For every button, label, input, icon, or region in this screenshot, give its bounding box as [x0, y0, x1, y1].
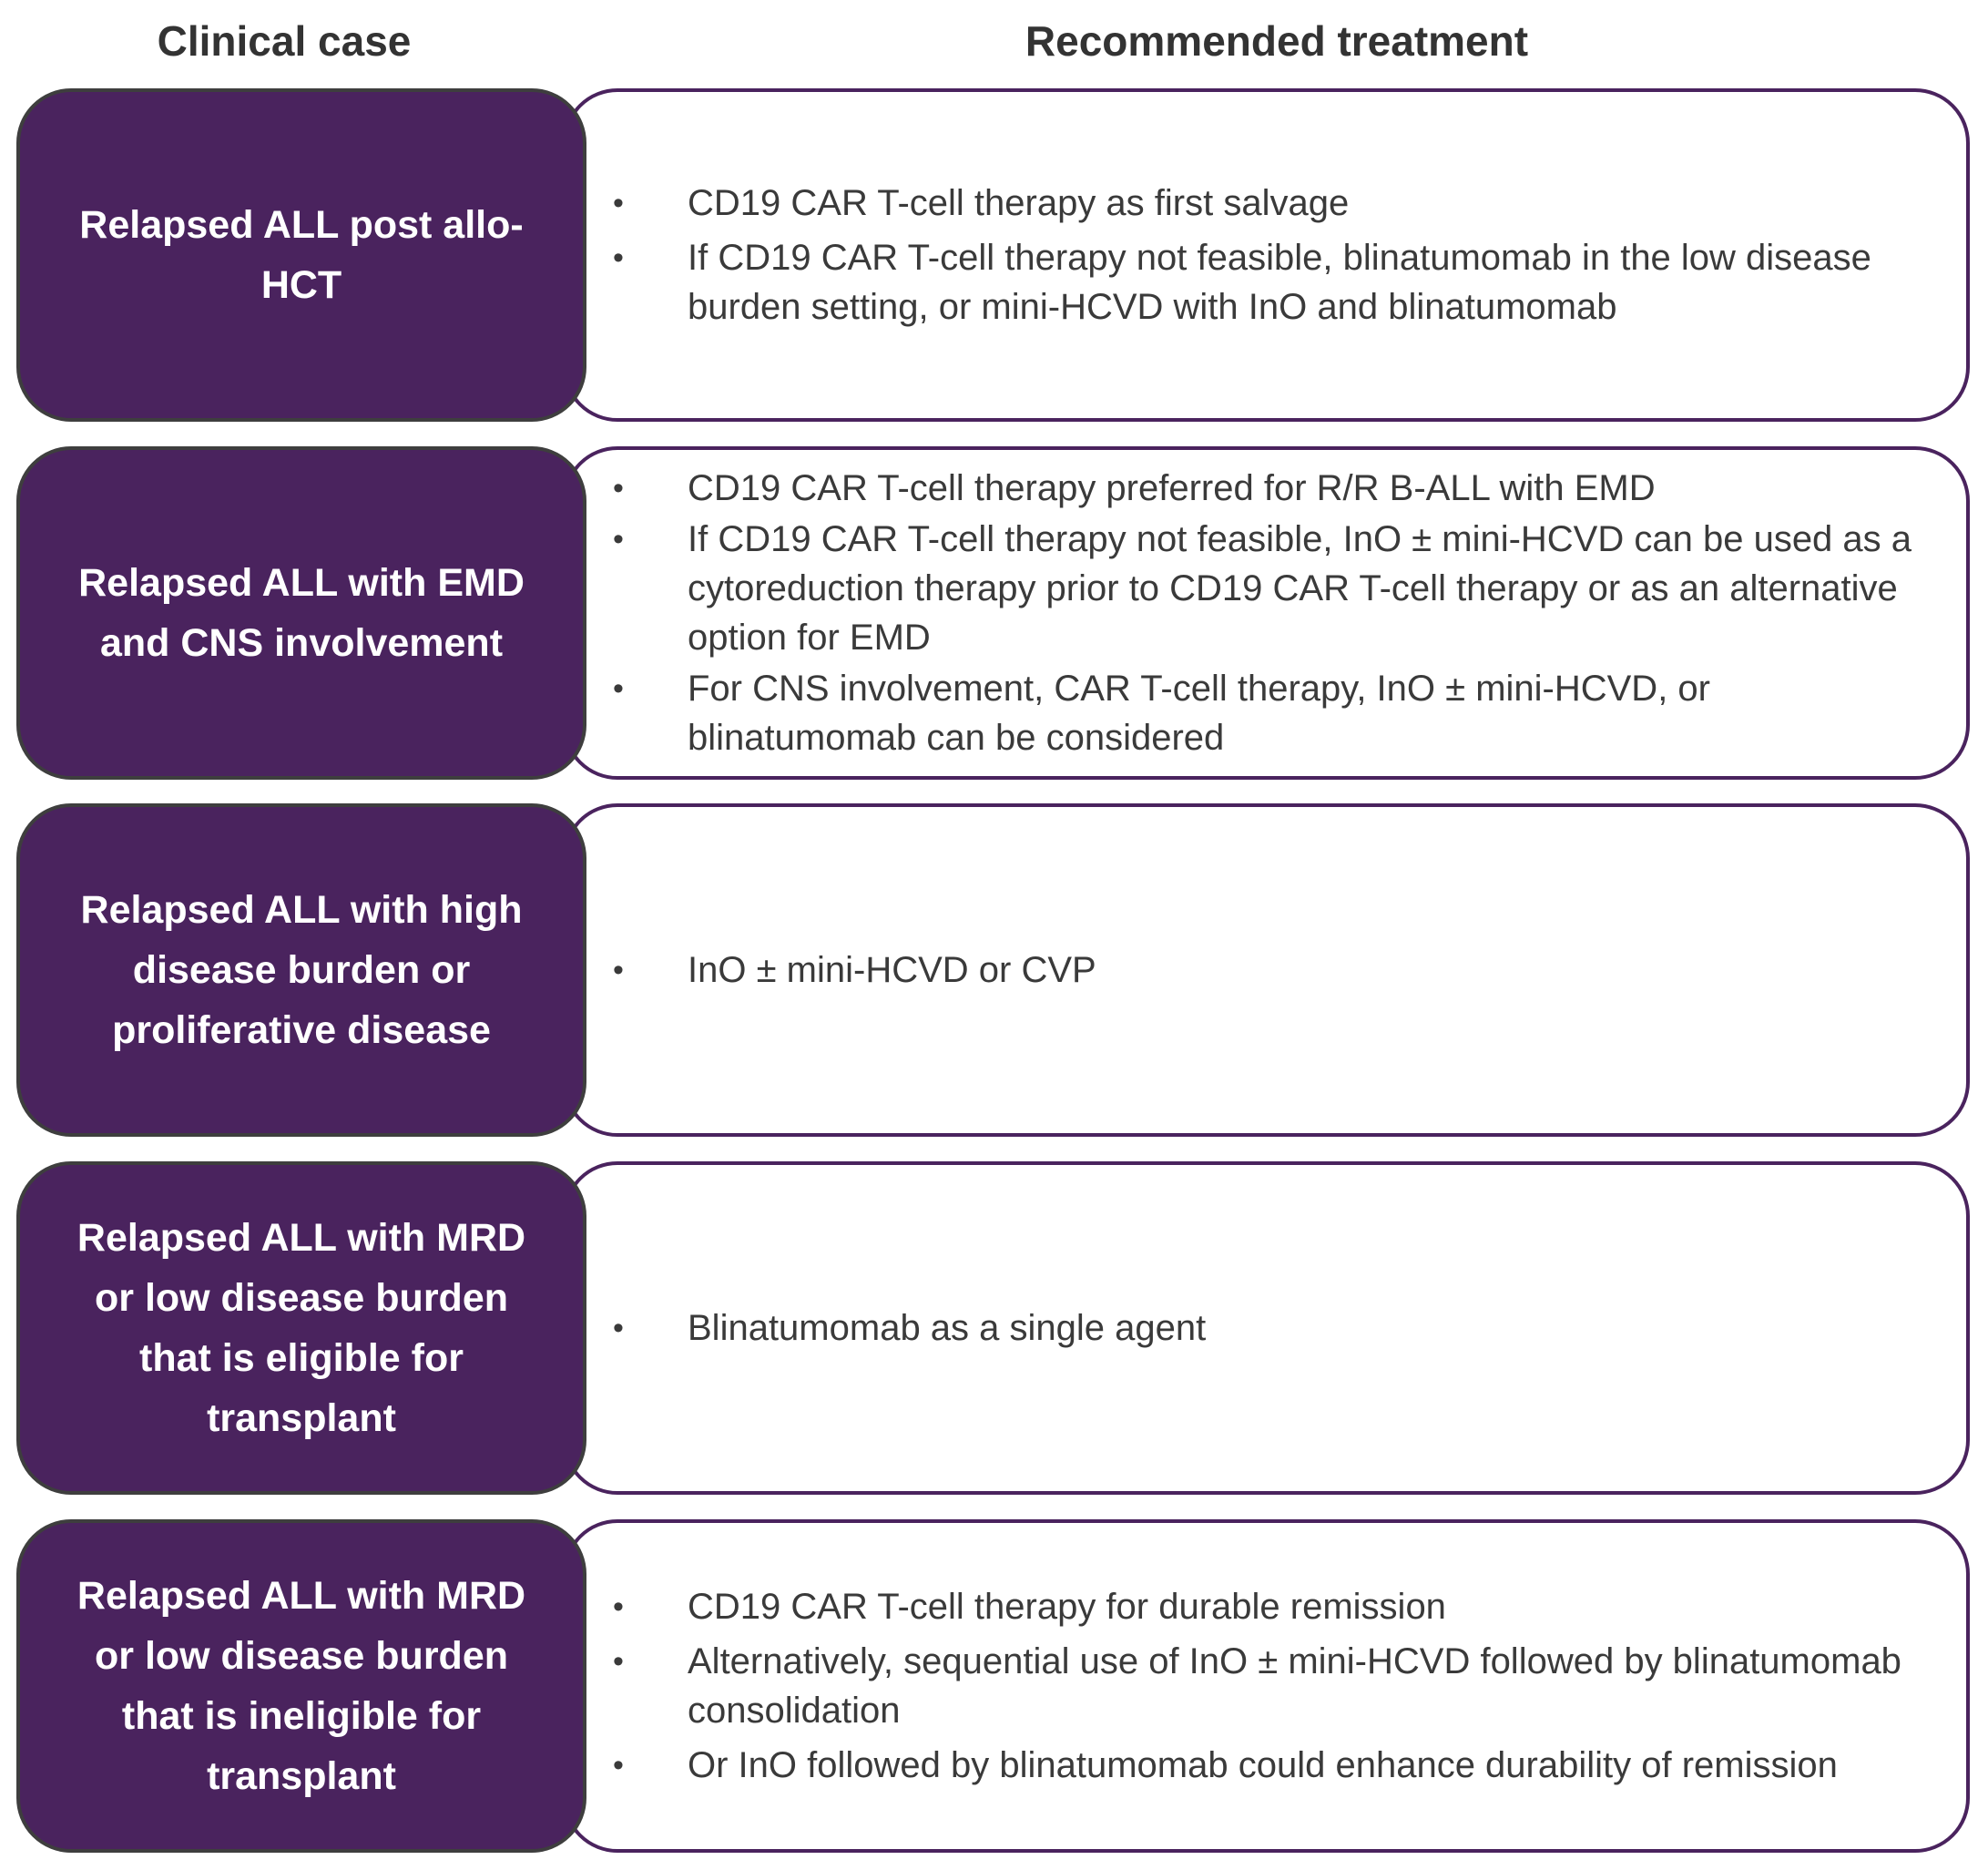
treatment-item: • If CD19 CAR T-cell therapy not feasible…: [613, 233, 1947, 332]
treatment-item: • Or InO followed by blinatumomab could e…: [613, 1741, 1947, 1790]
case-row-high-burden: Relapsed ALL with high disease burden or…: [16, 803, 1976, 1137]
treatment-content: • Blinatumomab as a single agent: [613, 1161, 1947, 1495]
treatment-box: [563, 446, 1970, 780]
treatment-item: • For CNS involvement, CAR T-cell therapy…: [613, 664, 1947, 762]
treatment-item: • If CD19 CAR T-cell therapy not feasible…: [613, 515, 1947, 662]
treatment-text: CD19 CAR T-cell therapy for durable remi…: [688, 1587, 1446, 1627]
bullet-icon: •: [613, 471, 624, 506]
bullet-icon: •: [613, 186, 624, 220]
treatment-list: • CD19 CAR T-cell therapy preferred for R…: [613, 462, 1947, 764]
treatment-content: • InO ± mini-HCVD or CVP: [613, 803, 1947, 1137]
treatment-content: • CD19 CAR T-cell therapy as first salvag…: [613, 88, 1947, 422]
treatment-text: CD19 CAR T-cell therapy preferred for R/…: [688, 468, 1656, 508]
recommended-treatment-header: Recommended treatment: [1025, 17, 1529, 65]
clinical-case-box: Relapsed ALL with EMD and CNS involvemen…: [16, 446, 586, 780]
clinical-case-label: Relapsed ALL with MRD or low disease bur…: [76, 1574, 526, 1798]
bullet-icon: •: [613, 522, 624, 557]
treatment-content: • CD19 CAR T-cell therapy for durable rem…: [613, 1519, 1947, 1853]
case-row-post-allo-hct: Relapsed ALL post allo-HCT • CD19 CAR T-c…: [16, 88, 1976, 422]
bullet-icon: •: [613, 240, 624, 275]
clinical-case-label: Relapsed ALL with high disease burden or…: [80, 888, 523, 1052]
clinical-case-box: Relapsed ALL with high disease burden or…: [16, 803, 586, 1137]
treatment-list: • Blinatumomab as a single agent: [613, 1298, 1947, 1358]
bullet-icon: •: [613, 1644, 624, 1679]
bullet-icon: •: [613, 1589, 624, 1624]
clinical-case-box: Relapsed ALL with MRD or low disease bur…: [16, 1519, 586, 1853]
clinical-case-box: Relapsed ALL with MRD or low disease bur…: [16, 1161, 586, 1495]
treatment-content: • CD19 CAR T-cell therapy preferred for R…: [613, 446, 1947, 780]
treatment-text: Or InO followed by blinatumomab could en…: [688, 1745, 1838, 1785]
clinical-case-label: Relapsed ALL post allo-HCT: [79, 203, 524, 307]
treatment-text: CD19 CAR T-cell therapy as first salvage: [688, 183, 1350, 223]
bullet-icon: •: [613, 1748, 624, 1783]
clinical-case-box: Relapsed ALL post allo-HCT: [16, 88, 586, 422]
treatment-item: • CD19 CAR T-cell therapy as first salvag…: [613, 179, 1947, 228]
treatment-text: InO ± mini-HCVD or CVP: [688, 950, 1096, 990]
case-row-mrd-ineligible: Relapsed ALL with MRD or low disease bur…: [16, 1519, 1976, 1853]
clinical-case-header: Clinical case: [157, 17, 412, 65]
treatment-text: Alternatively, sequential use of InO ± m…: [688, 1641, 1901, 1731]
bullet-icon: •: [613, 1311, 624, 1345]
treatment-box: [563, 1161, 1970, 1495]
treatment-item: • Blinatumomab as a single agent: [613, 1303, 1947, 1353]
treatment-text: For CNS involvement, CAR T-cell therapy,…: [688, 669, 1710, 758]
treatment-text: If CD19 CAR T-cell therapy not feasible,…: [688, 519, 1912, 658]
bullet-icon: •: [613, 671, 624, 706]
treatment-box: [563, 88, 1970, 422]
case-row-emd-cns: Relapsed ALL with EMD and CNS involvemen…: [16, 446, 1976, 780]
treatment-list: • CD19 CAR T-cell therapy as first salvag…: [613, 173, 1947, 337]
treatment-box: [563, 803, 1970, 1137]
treatment-box: [563, 1519, 1970, 1853]
bullet-icon: •: [613, 953, 624, 987]
treatment-item: • Alternatively, sequential use of InO ± …: [613, 1637, 1947, 1735]
case-row-mrd-eligible: Relapsed ALL with MRD or low disease bur…: [16, 1161, 1976, 1495]
treatment-item: • CD19 CAR T-cell therapy preferred for R…: [613, 464, 1947, 513]
treatment-text: Blinatumomab as a single agent: [688, 1308, 1207, 1348]
treatment-item: • CD19 CAR T-cell therapy for durable rem…: [613, 1582, 1947, 1631]
treatment-list: • CD19 CAR T-cell therapy for durable rem…: [613, 1577, 1947, 1795]
treatment-item: • InO ± mini-HCVD or CVP: [613, 945, 1947, 995]
treatment-text: If CD19 CAR T-cell therapy not feasible,…: [688, 238, 1871, 327]
clinical-case-label: Relapsed ALL with MRD or low disease bur…: [76, 1216, 526, 1440]
treatment-list: • InO ± mini-HCVD or CVP: [613, 940, 1947, 1000]
clinical-case-label: Relapsed ALL with EMD and CNS involvemen…: [78, 561, 525, 665]
